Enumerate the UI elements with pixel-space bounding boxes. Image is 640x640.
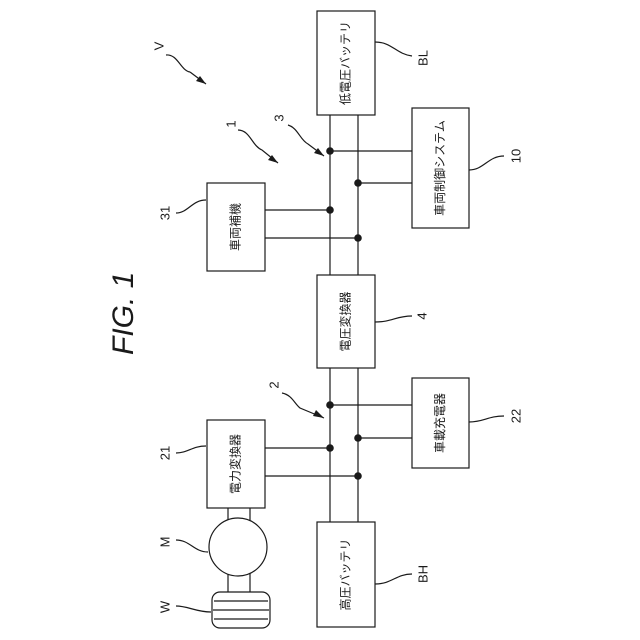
vehicle-auxiliary: 車両補機 [207,183,265,271]
label-22: 22 [508,409,523,423]
label-21: 21 [157,446,172,460]
label-m: M [157,537,172,548]
low-voltage-battery: 低電圧バッテリ [317,11,375,115]
vehicle-control-system: 車両制御システム [412,108,469,228]
wheel-icon [212,592,270,628]
label-10: 10 [508,149,523,163]
high-voltage-battery-label: 高圧バッテリ [338,538,353,610]
low-voltage-battery-label: 低電圧バッテリ [339,21,353,105]
low-side-wires [265,151,412,238]
high-voltage-battery: 高圧バッテリ [317,522,375,627]
label-2: 2 [266,381,281,388]
vehicle-control-system-label: 車両制御システム [432,120,447,216]
label-bl: BL [415,50,430,66]
label-4: 4 [414,312,429,319]
label-3: 3 [271,114,286,121]
label-w: W [157,600,172,613]
power-converter-label: 電力変換器 [228,434,243,494]
label-v: V [151,41,166,50]
voltage-converter: 電圧変換器 [317,275,375,368]
voltage-converter-label: 電圧変換器 [338,291,353,351]
label-31: 31 [157,206,172,220]
power-converter: 電力変換器 [207,420,265,508]
label-bh: BH [415,565,430,583]
onboard-charger-label: 車載充電器 [432,393,447,453]
motor-icon [209,518,267,576]
high-side-wires [265,405,412,476]
vehicle-auxiliary-label: 車両補機 [228,203,243,251]
figure-title: FIG. 1 [107,272,140,355]
onboard-charger: 車載充電器 [412,378,469,468]
label-1: 1 [223,120,238,127]
